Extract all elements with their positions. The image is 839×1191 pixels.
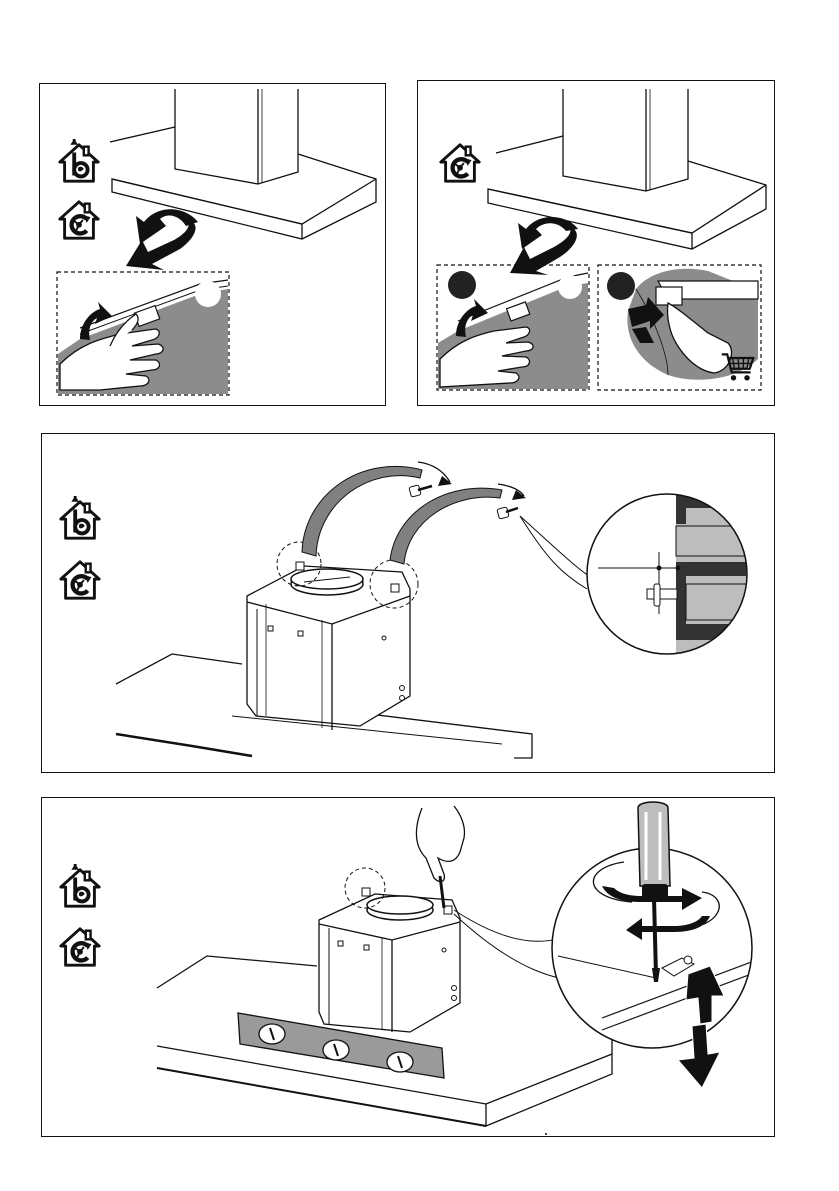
panel-filter-replacement [417,80,775,406]
ducted-exhaust-icon [56,496,104,544]
shopping-cart-icon [720,349,756,385]
motor-housing-illustration [42,434,775,773]
hood-illustration [40,84,386,406]
screw-icon [497,507,518,519]
ducted-exhaust-icon [56,864,104,912]
panel-height-adjustment [41,797,775,1137]
recirculation-icon [55,196,103,244]
ducted-exhaust-icon [55,139,103,187]
recirculation-icon [436,139,484,187]
hood-adjustment-illustration [42,798,775,1137]
recirculation-icon [56,923,104,971]
step-2-marker [607,272,635,300]
panel-chimney-screws [41,433,775,773]
page-mark [545,1133,547,1135]
screw-icon [409,485,432,497]
step-1-marker [448,271,476,299]
panel-filter-removal [39,83,386,406]
recirculation-icon [56,556,104,604]
